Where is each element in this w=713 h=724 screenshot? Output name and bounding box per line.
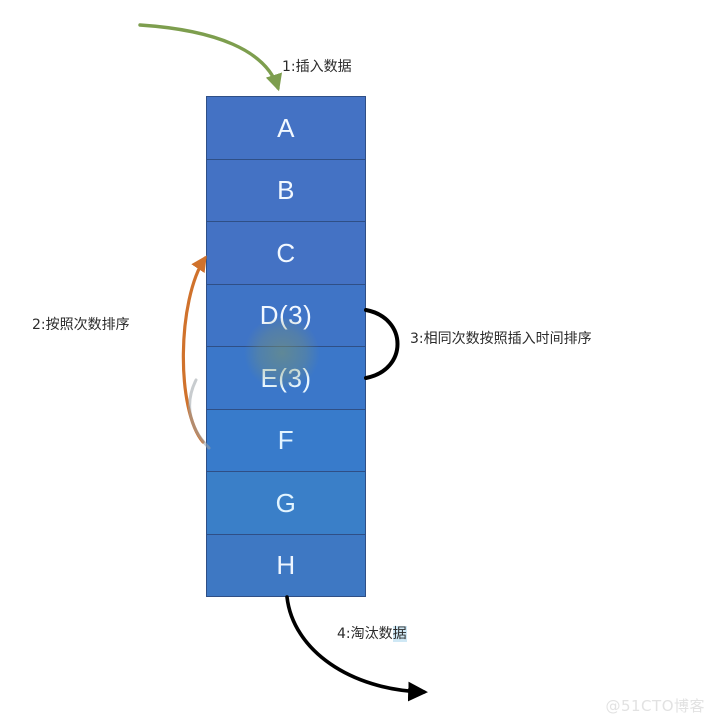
- stack-cell-label: F: [277, 425, 295, 456]
- stack-cell-a: A: [207, 97, 365, 160]
- stack-cell-label: G: [275, 487, 297, 518]
- stack-cell-f: F: [207, 409, 365, 472]
- callout-order-by-count: 2:按照次数排序: [32, 317, 130, 333]
- insert-arrow-icon: [138, 23, 282, 92]
- stack-cell-d: D(3): [207, 284, 365, 347]
- same-count-arc-icon: [364, 308, 400, 380]
- stack-cell-c: C: [207, 222, 365, 285]
- stack-cell-label: D(3): [259, 300, 313, 331]
- callout-evict-text: 4:淘汰数: [337, 626, 393, 642]
- stack-cell-h: H: [207, 534, 365, 596]
- callout-same-count-order: 3:相同次数按照插入时间排序: [410, 331, 592, 347]
- callout-insert: 1:插入数据: [282, 59, 352, 75]
- site-watermark: @51CTO博客: [605, 697, 705, 715]
- stack-cell-b: B: [207, 159, 365, 222]
- evict-arrow-icon: [285, 595, 428, 702]
- stack-cell-label: C: [276, 237, 296, 268]
- callout-evict-highlight: 据: [392, 626, 407, 642]
- lru-cache-stack: A B C D(3) E(3) F G H: [206, 96, 366, 597]
- stack-cell-label: E(3): [260, 362, 312, 393]
- stack-cell-g: G: [207, 472, 365, 535]
- stack-cell-label: B: [277, 175, 295, 206]
- reorder-arrow-icon: [181, 255, 207, 444]
- callout-evict: 4:淘汰数据: [337, 626, 407, 644]
- stack-cell-label: H: [276, 550, 296, 581]
- stack-cell-e: E(3): [207, 347, 365, 410]
- stack-cell-label: A: [277, 112, 295, 143]
